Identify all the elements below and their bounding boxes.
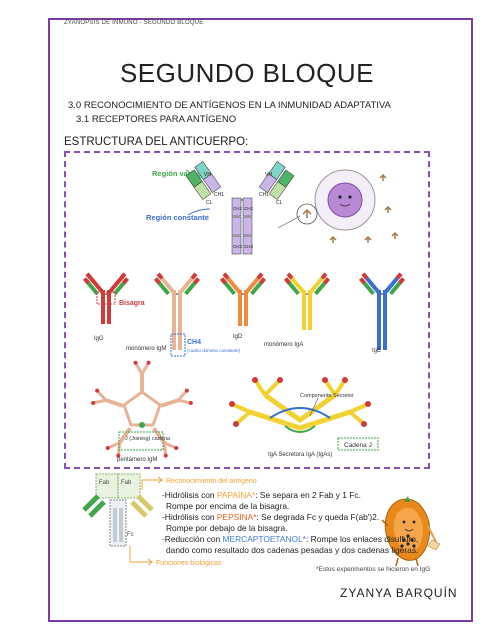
page-title: SEGUNDO BLOQUE <box>119 58 375 88</box>
fragment-diagram: Fab Fab Fc Reconocimiento del antígeno F… <box>82 473 257 567</box>
label-ch3-left: CH3 <box>233 244 242 249</box>
label-ch4: CH4 <box>187 339 201 346</box>
label-vh-right: VH <box>265 172 272 178</box>
mercapto-line-2: dando como resultado dos cadenas pesadas… <box>166 545 419 555</box>
antibody-diagram-box <box>64 151 430 469</box>
label-ige: IgE <box>372 348 381 354</box>
label-recognition: Reconocimiento del antígeno <box>166 478 257 485</box>
label-fab-2: Fab <box>121 480 132 486</box>
label-cadena-j: Cadena J <box>344 442 372 449</box>
author-name: ZYANYA BARQUÍN <box>340 586 458 600</box>
label-region-constante: Región constante <box>146 213 209 222</box>
igg-monomer <box>83 272 129 324</box>
pepsina-line: -Hidrólisis con PEPSINA*: Se degrada Fc … <box>162 512 380 522</box>
iga-monomer <box>284 272 330 330</box>
pepsina-line-2: Rompe por debajo de la bisagra. <box>166 523 288 533</box>
mercapto-line: -Reducción con MERCAPTOETANOL*: Rompe lo… <box>162 534 419 544</box>
igm-pentamer <box>91 360 193 458</box>
label-region-variable: Región variable <box>152 169 208 178</box>
label-j-chain: J (Joining) cadena <box>125 436 171 442</box>
label-bisagra: Bisagra <box>119 300 145 307</box>
label-fc: Fc <box>127 532 134 538</box>
subtitle-2: 3.1 RECEPTORES PARA ANTÍGENO <box>76 114 237 125</box>
label-ch1-right: CH1 <box>259 192 269 198</box>
ige-monomer <box>359 272 405 350</box>
papaina-line: -Hidrólisis con PAPAÍNA*: Se separa en 2… <box>162 490 361 500</box>
label-cl-right: CL <box>276 200 283 206</box>
label-fab-1: Fab <box>99 480 110 486</box>
papaina-line-2: Rompe por encima de la bisagra. <box>166 501 290 511</box>
section-title: ESTRUCTURA DEL ANTICUERPO: <box>64 136 249 148</box>
igm-monomer <box>154 272 200 350</box>
label-ch2-right: CH2 <box>244 206 253 211</box>
secretory-iga <box>229 377 371 433</box>
label-ch4-note: (cuarto dominio constante) <box>187 348 241 353</box>
igd-monomer <box>220 272 266 326</box>
label-functions: Funciones biológicas <box>156 560 222 567</box>
label-secretory-iga: IgA Secretora IgA (IgAs) <box>268 452 332 458</box>
label-secretory-component: Componente Secretor <box>300 393 354 399</box>
label-igg: IgG <box>94 336 104 342</box>
papaya-mascot-icon <box>381 496 441 567</box>
main-antibody-diagram: Región variable Región constante VH CH1 … <box>146 161 399 255</box>
label-ch2-left: CH2 <box>233 206 242 211</box>
footnote: *Estos experimentos se hicieron en IgG <box>316 566 431 573</box>
subtitle-1: 3.0 RECONOCIMIENTO DE ANTÍGENOS EN LA IN… <box>68 100 391 111</box>
label-igm-monomer: monómero IgM <box>126 346 166 352</box>
running-header: ZYANOPSIS DE INMUNO - SEGUNDO BLOQUE <box>64 20 204 26</box>
label-iga-monomer: monómero IgA <box>264 342 303 348</box>
label-igd: IgD <box>233 334 243 340</box>
label-ch3-right: CH3 <box>244 244 253 249</box>
label-vh-left: VH <box>204 172 211 178</box>
label-cl-left: CL <box>206 200 213 206</box>
page-border <box>48 18 473 622</box>
label-pentamer: pentámero IgM <box>117 457 157 463</box>
antibody-monomers <box>83 272 405 350</box>
label-ch1-left: CH1 <box>214 192 224 198</box>
